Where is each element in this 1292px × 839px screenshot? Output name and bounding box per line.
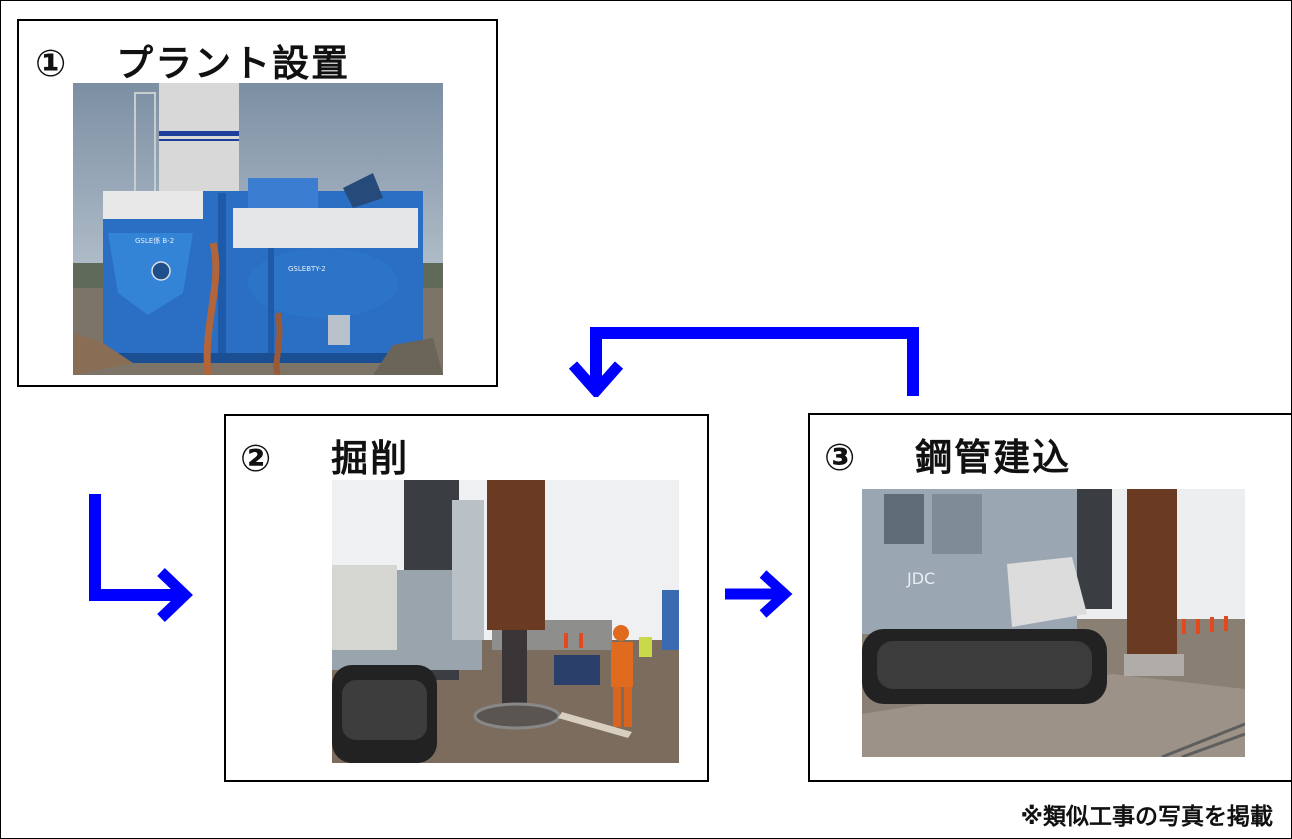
- arrow-excavation-to-pipe: [725, 570, 793, 618]
- step-number-3: ③: [824, 436, 858, 479]
- excavation-photo: [332, 480, 679, 763]
- panel-title-excavation: ② 掘削: [240, 428, 409, 482]
- tank-label-1: GSLE係 B-2: [135, 236, 174, 245]
- panel-plant-setup: ① プラント設置: [17, 19, 498, 387]
- plant-setup-photo: GSLE係 B-2 GSLEBTY-2: [73, 83, 443, 375]
- panel-excavation: ② 掘削: [224, 414, 709, 782]
- step-label-3: 鋼管建込: [915, 436, 1072, 479]
- arrow-plant-to-excavation: [89, 494, 193, 622]
- panel-title-steel-pipe: ③ 鋼管建込: [824, 427, 1071, 481]
- step-label-2: 掘削: [331, 437, 410, 480]
- panel-steel-pipe-installation: ③ 鋼管建込 JDC: [808, 413, 1292, 782]
- machine-logo: JDC: [906, 569, 935, 588]
- step-label-1: プラント設置: [116, 42, 351, 85]
- footnote: ※類似工事の写真を掲載: [1020, 804, 1273, 830]
- steel-pipe-installation-photo: JDC: [862, 489, 1245, 757]
- arrow-pipe-back-to-excavation: [568, 327, 919, 397]
- step-number-2: ②: [240, 437, 274, 480]
- tank-label-2: GSLEBTY-2: [288, 265, 326, 273]
- panel-title-plant-setup: ① プラント設置: [35, 33, 350, 87]
- step-number-1: ①: [35, 42, 69, 85]
